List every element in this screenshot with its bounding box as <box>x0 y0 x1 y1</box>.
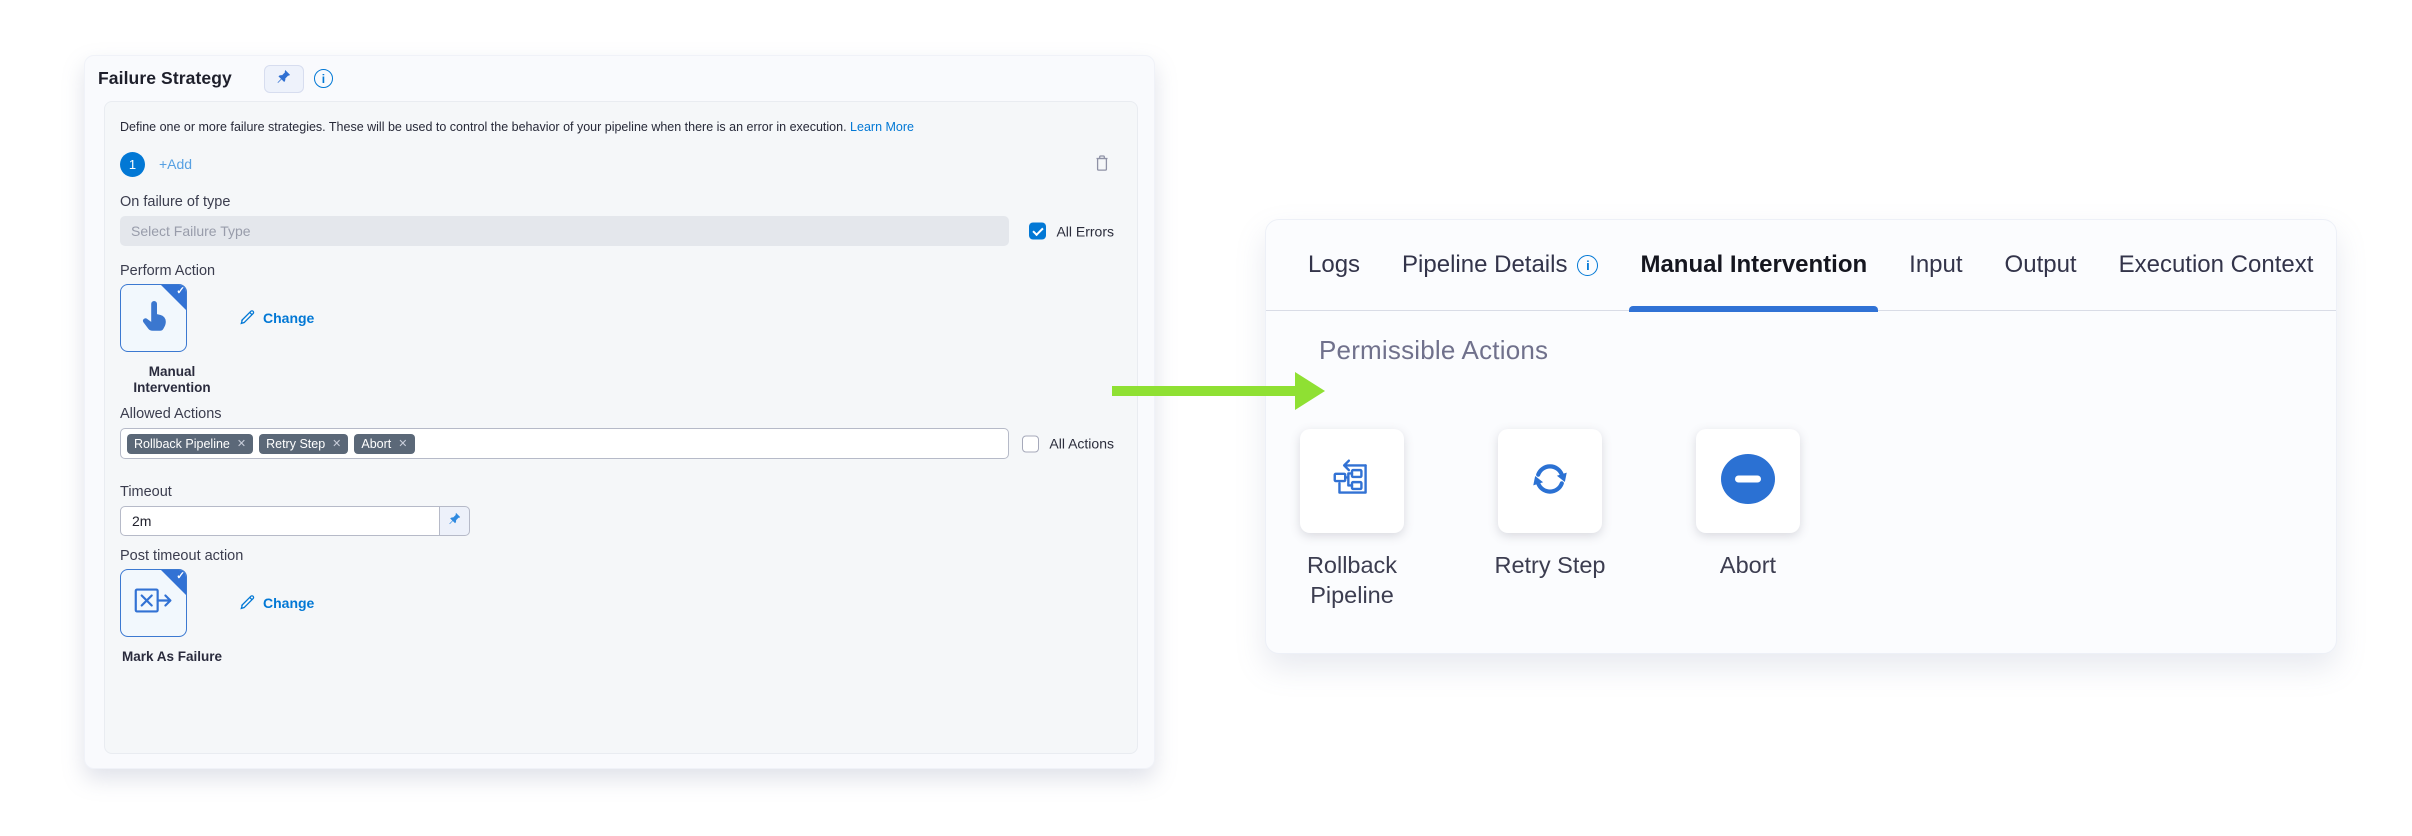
permissible-actions-list: Rollback Pipeline <box>1300 429 2336 610</box>
arrow-line <box>1112 386 1297 396</box>
timeout-row <box>120 506 1122 536</box>
tab-label: Output <box>2005 251 2077 279</box>
all-actions-label: All Actions <box>1049 436 1114 452</box>
timeout-label: Timeout <box>120 484 1122 500</box>
refresh-arrows-icon <box>1527 456 1573 507</box>
pushpin-icon <box>276 69 291 89</box>
perform-action-label: Perform Action <box>120 263 1122 279</box>
minus-circle-icon <box>1721 454 1775 509</box>
failure-type-select[interactable] <box>120 216 1009 246</box>
remove-tag-icon[interactable]: ✕ <box>332 437 341 450</box>
execution-tabs: Logs Pipeline Details Manual Interventio… <box>1266 220 2336 311</box>
change-label: Change <box>263 310 314 326</box>
pencil-icon <box>239 593 256 613</box>
tag-label: Rollback Pipeline <box>134 437 230 451</box>
all-actions-checkbox[interactable] <box>1022 435 1039 452</box>
active-tab-underline <box>1629 306 1878 312</box>
pipeline-rollback-icon <box>1329 456 1375 507</box>
perform-action-row: Change <box>120 284 1122 352</box>
perform-action-card[interactable] <box>120 284 187 352</box>
tab-logs[interactable]: Logs <box>1306 220 1362 311</box>
rollback-pipeline-button[interactable] <box>1300 429 1404 533</box>
failure-strategy-header: Failure Strategy <box>85 56 1154 101</box>
allowed-actions-label: Allowed Actions <box>120 406 1122 422</box>
delete-strategy-button[interactable] <box>1094 154 1110 177</box>
action-rollback-pipeline: Rollback Pipeline <box>1300 429 1404 610</box>
tab-label: Manual Intervention <box>1640 251 1867 279</box>
panel-title: Failure Strategy <box>98 68 232 89</box>
tab-label: Input <box>1909 251 1962 279</box>
all-actions-checkbox-group[interactable]: All Actions <box>1022 435 1114 452</box>
tab-manual-intervention[interactable]: Manual Intervention <box>1638 220 1869 311</box>
tag-retry-step[interactable]: Retry Step ✕ <box>259 434 348 454</box>
arrow-head <box>1295 372 1325 410</box>
pushpin-icon <box>448 512 461 530</box>
retry-step-button[interactable] <box>1498 429 1602 533</box>
action-label: Rollback Pipeline <box>1286 550 1418 610</box>
change-post-timeout-link[interactable]: Change <box>239 593 314 613</box>
action-retry-step: Retry Step <box>1498 429 1602 610</box>
info-icon[interactable] <box>314 69 333 88</box>
failure-type-row: All Errors <box>120 216 1122 246</box>
strategy-index-badge[interactable]: 1 <box>120 152 145 177</box>
tab-label: Logs <box>1308 251 1360 279</box>
timeout-input[interactable] <box>120 506 440 536</box>
tag-label: Retry Step <box>266 437 325 451</box>
learn-more-link[interactable]: Learn More <box>850 120 914 134</box>
description-text: Define one or more failure strategies. T… <box>120 120 847 134</box>
remove-tag-icon[interactable]: ✕ <box>237 437 246 450</box>
trash-icon <box>1094 159 1110 176</box>
tab-output[interactable]: Output <box>2003 220 2079 311</box>
all-errors-checkbox[interactable] <box>1029 223 1046 240</box>
allowed-actions-input[interactable]: Rollback Pipeline ✕ Retry Step ✕ Abort ✕ <box>120 428 1009 459</box>
info-icon[interactable] <box>1577 255 1598 276</box>
post-timeout-value: Mark As Failure <box>116 649 228 665</box>
selected-check-corner <box>161 570 186 595</box>
change-perform-action-link[interactable]: Change <box>239 308 314 328</box>
permissible-actions-title: Permissible Actions <box>1319 335 2336 366</box>
pencil-icon <box>239 308 256 328</box>
failure-strategy-form-card: Define one or more failure strategies. T… <box>104 101 1138 754</box>
pin-section-button[interactable] <box>264 65 304 93</box>
action-label: Abort <box>1682 550 1814 580</box>
all-errors-label: All Errors <box>1056 223 1114 239</box>
strategy-description: Define one or more failure strategies. T… <box>120 120 1122 134</box>
change-label: Change <box>263 595 314 611</box>
perform-action-value: Manual Intervention <box>116 364 228 396</box>
tab-label: Pipeline Details <box>1402 251 1567 279</box>
execution-details-panel: Logs Pipeline Details Manual Interventio… <box>1265 219 2337 654</box>
remove-tag-icon[interactable]: ✕ <box>398 437 407 450</box>
pin-timeout-button[interactable] <box>440 506 470 536</box>
tab-input[interactable]: Input <box>1907 220 1964 311</box>
on-failure-label: On failure of type <box>120 194 1122 210</box>
tab-pipeline-details[interactable]: Pipeline Details <box>1400 220 1600 311</box>
tab-label: Execution Context <box>2119 251 2314 279</box>
tab-execution-context[interactable]: Execution Context <box>2117 220 2316 311</box>
failure-strategy-panel: Failure Strategy Define one or more fail… <box>84 55 1155 769</box>
post-timeout-action-row: Change <box>120 569 1122 637</box>
tag-abort[interactable]: Abort ✕ <box>354 434 414 454</box>
action-abort: Abort <box>1696 429 1800 610</box>
manual-intervention-content: Permissible Actions <box>1266 311 2336 610</box>
selected-check-corner <box>161 285 186 310</box>
all-errors-checkbox-group[interactable]: All Errors <box>1029 223 1114 240</box>
action-label: Retry Step <box>1484 550 1616 580</box>
post-timeout-action-card[interactable] <box>120 569 187 637</box>
post-timeout-label: Post timeout action <box>120 548 1122 564</box>
abort-button[interactable] <box>1696 429 1800 533</box>
tag-rollback-pipeline[interactable]: Rollback Pipeline ✕ <box>127 434 253 454</box>
strategy-list-row: 1 +Add <box>120 151 1122 177</box>
add-strategy-button[interactable]: +Add <box>159 156 192 172</box>
allowed-actions-row: Rollback Pipeline ✕ Retry Step ✕ Abort ✕… <box>120 428 1122 459</box>
tag-label: Abort <box>361 437 391 451</box>
